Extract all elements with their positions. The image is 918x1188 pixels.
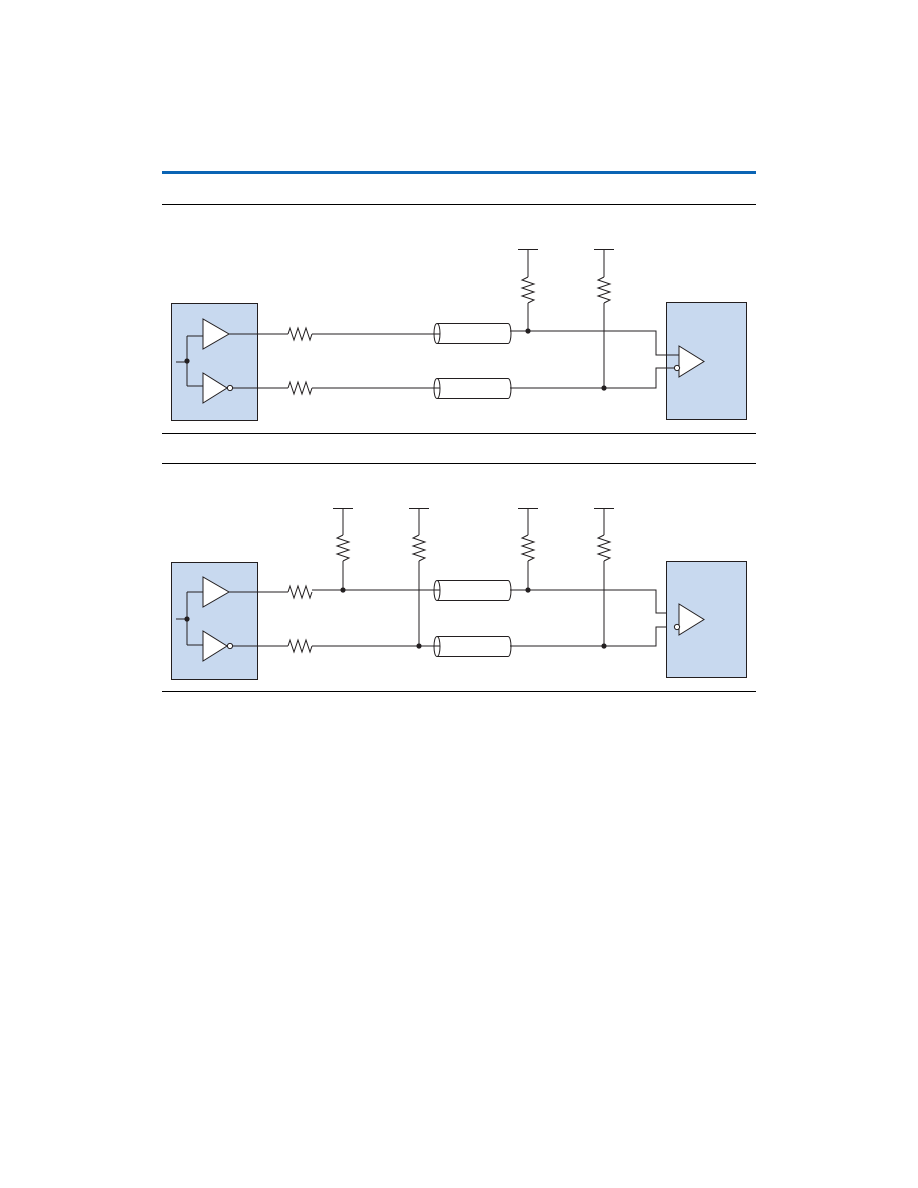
junction-dot	[340, 587, 346, 593]
inverter-bubble-icon	[226, 642, 234, 650]
supply-rail-icon	[518, 249, 538, 277]
series-resistor-icon	[287, 584, 313, 600]
series-resistor-icon	[287, 638, 313, 654]
transmission-line-icon	[433, 378, 512, 400]
transmission-line-icon	[433, 636, 512, 658]
driver-buffer-icon	[202, 576, 231, 608]
driver-inverter-icon	[202, 372, 228, 404]
driver-inverter-icon	[202, 630, 228, 662]
inverter-bubble-icon	[226, 384, 234, 392]
junction-dot	[525, 587, 531, 593]
input-junction-dot	[184, 616, 190, 622]
figure-double-termination	[171, 508, 747, 680]
wire	[510, 626, 675, 647]
pullup-resistor-icon	[411, 534, 427, 562]
junction-dot	[416, 643, 422, 649]
pullup-resistor-icon	[520, 276, 536, 304]
junction-dot	[601, 385, 607, 391]
input-junction-dot	[184, 358, 190, 364]
pullup-resistor-icon	[596, 276, 612, 304]
receiver-input-wiring	[656, 354, 679, 369]
transmission-line-icon	[433, 580, 512, 602]
receiver-inverting-input-icon	[673, 364, 681, 372]
pullup-resistor-icon	[520, 534, 536, 562]
junction-dot	[601, 643, 607, 649]
supply-rail-icon	[518, 508, 538, 535]
pullup-resistor-icon	[335, 534, 351, 562]
wire	[510, 330, 679, 356]
wire	[510, 367, 675, 389]
series-resistor-icon	[287, 326, 313, 342]
junction-dot	[525, 328, 531, 334]
header-blue-rule	[162, 171, 756, 174]
receiver-comparator-icon	[678, 603, 705, 636]
driver-block	[171, 562, 258, 680]
receiver-comparator-icon	[678, 345, 705, 378]
wire	[510, 589, 679, 614]
supply-rail-icon	[594, 249, 614, 277]
series-resistor-icon	[287, 380, 313, 396]
receiver-inverting-input-icon	[673, 623, 681, 631]
supply-rail-icon	[594, 508, 614, 535]
supply-rail-icon	[409, 508, 429, 535]
driver-buffer-icon	[202, 318, 231, 350]
figure-single-termination	[171, 249, 747, 421]
supply-rail-icon	[333, 508, 353, 535]
pullup-resistor-icon	[596, 534, 612, 562]
transmission-line-icon	[433, 323, 512, 345]
